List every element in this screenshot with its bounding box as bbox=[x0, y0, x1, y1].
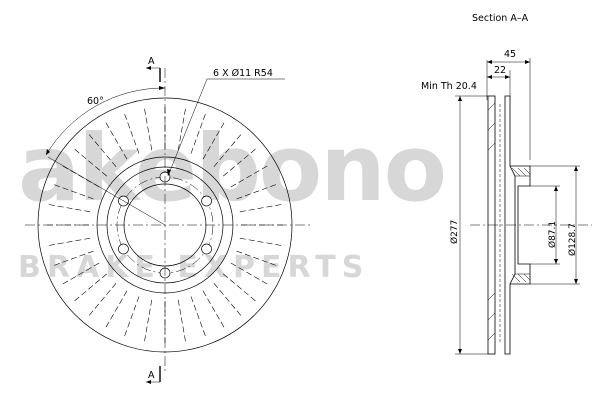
vane-line bbox=[230, 164, 270, 188]
dim-22-arrow-left bbox=[487, 75, 492, 79]
cooling-vanes bbox=[45, 105, 285, 345]
section-marker-top: A bbox=[148, 56, 155, 67]
front-view: 60° A A 6 X Ø11 R54 bbox=[25, 56, 310, 384]
dim-inner-1: Ø87.1 bbox=[547, 221, 558, 248]
dim-thickness: 22 bbox=[494, 65, 506, 76]
dim-outer-diameter: Ø277 bbox=[449, 220, 460, 244]
dim-45-arrow-left bbox=[487, 60, 492, 64]
bolt-hole bbox=[118, 243, 129, 255]
vane-line bbox=[60, 262, 100, 286]
vane-line bbox=[143, 299, 153, 344]
section-view: Section A–A Min Th 20.4 45 22 bbox=[421, 13, 592, 355]
vane-line bbox=[87, 132, 117, 167]
vane-line bbox=[46, 237, 91, 247]
section-arrowhead-top bbox=[146, 66, 151, 70]
vane-line bbox=[213, 132, 243, 167]
dim-87-arrow-bottom bbox=[554, 259, 558, 264]
akebono-watermark: akebono BRAKE EXPERTS bbox=[18, 115, 447, 285]
watermark-tagline: BRAKE EXPERTS bbox=[18, 250, 369, 285]
vane-line bbox=[123, 112, 140, 154]
dim-inner-2: Ø128.7 bbox=[567, 223, 578, 256]
vane-line bbox=[190, 296, 207, 338]
angle-label: 60° bbox=[87, 96, 104, 107]
vane-line bbox=[239, 203, 284, 213]
vane-line bbox=[190, 112, 207, 154]
vane-line bbox=[230, 262, 270, 286]
vane-line bbox=[104, 120, 128, 160]
vane-line bbox=[52, 250, 94, 267]
vane-line bbox=[177, 106, 187, 151]
vane-line bbox=[72, 147, 107, 177]
vane-line bbox=[72, 273, 107, 303]
bolt-hole bbox=[201, 243, 212, 255]
vane-line bbox=[104, 290, 128, 330]
dim-87-arrow-top bbox=[554, 186, 558, 191]
vane-line bbox=[87, 283, 117, 318]
vane-line bbox=[202, 290, 226, 330]
vane-line bbox=[223, 147, 258, 177]
angle-arc bbox=[45, 87, 166, 156]
vane-line bbox=[123, 296, 140, 338]
vane-line bbox=[236, 183, 278, 200]
section-arrowhead-bottom bbox=[146, 380, 151, 384]
hat-profile bbox=[510, 165, 531, 285]
vane-line bbox=[202, 120, 226, 160]
dim-22-arrow-right bbox=[505, 75, 510, 79]
vane-line bbox=[143, 106, 153, 151]
dim-128-arrow-bottom bbox=[574, 279, 578, 284]
plate-hatching bbox=[487, 102, 496, 341]
vane-line bbox=[46, 203, 91, 213]
holes-leader-arrow bbox=[167, 169, 171, 176]
vane-line bbox=[223, 273, 258, 303]
dim-277-arrow-bottom bbox=[458, 349, 462, 354]
vane-line bbox=[213, 283, 243, 318]
watermark-brand: akebono bbox=[18, 115, 445, 222]
dim-128-arrow-top bbox=[574, 166, 578, 171]
hat-hatching bbox=[511, 167, 531, 283]
holes-leader-line bbox=[167, 78, 208, 177]
angle-reference-line bbox=[47, 156, 166, 226]
holes-label: 6 X Ø11 R54 bbox=[213, 68, 273, 79]
vane-line bbox=[60, 164, 100, 188]
bolt-hole bbox=[201, 195, 212, 207]
dim-277-arrow-top bbox=[458, 96, 462, 101]
vane-line bbox=[177, 299, 187, 344]
min-thickness-label: Min Th 20.4 bbox=[421, 81, 477, 92]
vane-line bbox=[236, 250, 278, 267]
dim-45-arrow-right bbox=[525, 60, 530, 64]
angle-arrow-tail bbox=[46, 149, 50, 155]
vane-line bbox=[239, 237, 284, 247]
dim-overall-height: 45 bbox=[504, 49, 516, 60]
angle-arrow-head bbox=[159, 86, 165, 90]
vane-line bbox=[52, 183, 94, 200]
section-title: Section A–A bbox=[472, 13, 529, 24]
section-marker-bottom: A bbox=[148, 370, 155, 381]
